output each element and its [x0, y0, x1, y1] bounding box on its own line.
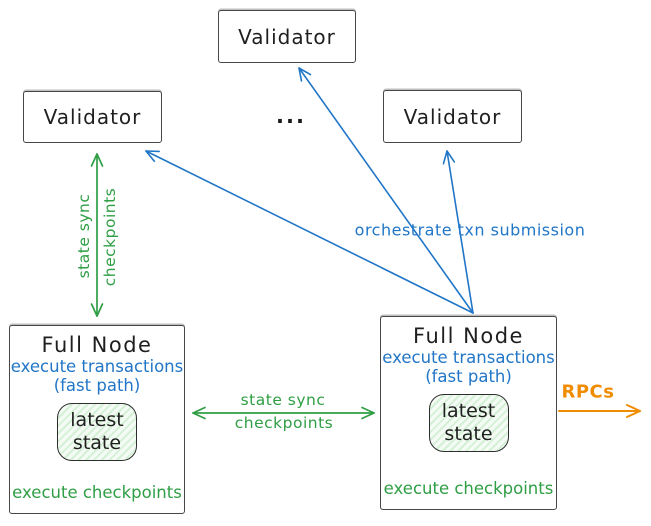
validator-left-label: Validator: [43, 105, 142, 129]
validator-box-right: Validator: [383, 90, 522, 143]
validator-box-left: Validator: [23, 91, 162, 143]
full-node-left-footer: execute checkpoints: [12, 483, 182, 502]
validator-right-label: Validator: [403, 104, 502, 129]
vertical-sync-label-line2: checkpoints: [101, 187, 119, 287]
latest-state-box-left: latest state: [57, 402, 137, 461]
full-node-left-title: Full Node: [41, 333, 153, 357]
horizontal-sync-label-line1: state sync: [240, 391, 326, 409]
latest-state-left-line2: state: [72, 431, 122, 454]
arrow-orchestrate-to-left-validator: [145, 150, 474, 314]
latest-state-left-line1: latest: [70, 409, 124, 432]
vertical-sync-label-line1: state sync: [75, 193, 93, 279]
full-node-left-fast-line2: (fast path): [53, 376, 141, 396]
validators-ellipsis: ...: [276, 104, 306, 128]
arrow-orchestrate-to-right-validator: [442, 150, 474, 314]
full-node-box-left: Full Node execute transactions (fast pat…: [9, 325, 185, 514]
full-node-left-fast-line1: execute transactions: [10, 357, 184, 376]
orchestrate-label: orchestrate txn submission: [354, 220, 586, 240]
full-node-right-fast-line1: execute transactions: [382, 348, 555, 367]
full-node-right-title: Full Node: [413, 324, 524, 348]
validator-top-label: Validator: [238, 24, 336, 49]
latest-state-right-line2: state: [444, 422, 493, 445]
rpcs-label: RPCs: [561, 381, 615, 403]
validator-box-top: Validator: [218, 10, 356, 63]
full-node-box-right: Full Node execute transactions (fast pat…: [380, 316, 557, 510]
arrow-orchestrate-to-top-validator: [298, 67, 474, 314]
latest-state-right-line1: latest: [441, 400, 496, 423]
full-node-right-footer: execute checkpoints: [383, 479, 554, 498]
latest-state-box-right: latest state: [428, 393, 509, 452]
full-node-right-fast-line2: (fast path): [425, 367, 512, 387]
horizontal-sync-label-line2: checkpoints: [234, 414, 334, 432]
